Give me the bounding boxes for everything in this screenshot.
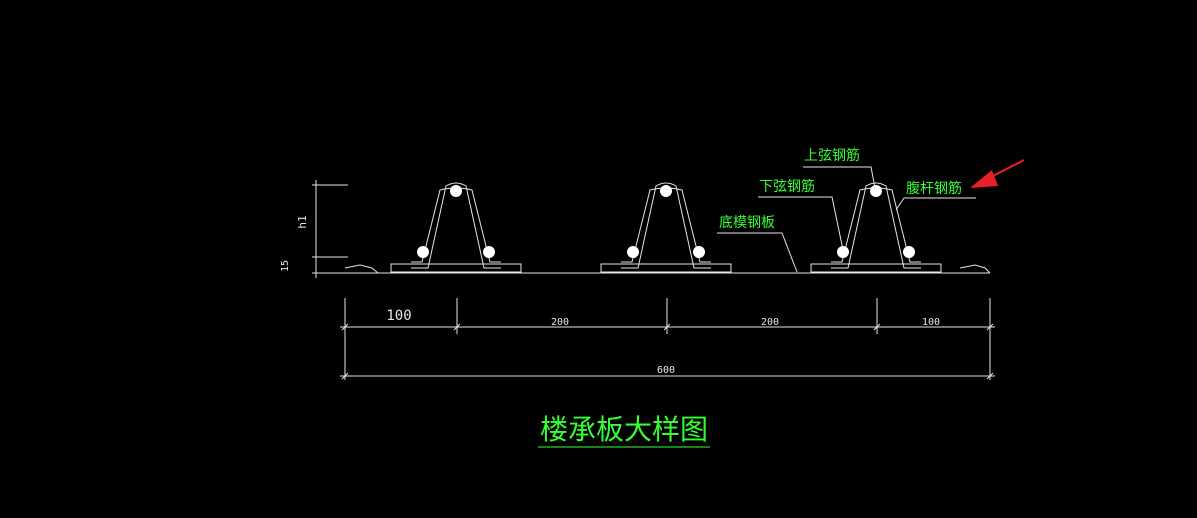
web-bar-outer <box>831 182 921 269</box>
truss-unit <box>600 182 732 273</box>
bottom-chord-bar <box>837 246 849 258</box>
bottom-chord-bar <box>627 246 639 258</box>
truss-unit <box>810 182 942 273</box>
dim-label-plate-thickness: 15 <box>280 260 291 272</box>
leader-base-plate <box>717 232 798 273</box>
dim-label-span-1: 200 <box>551 317 569 328</box>
drawing-title: 楼承板大样图 <box>540 413 708 446</box>
truss-base-pad <box>390 263 522 273</box>
bottom-chord-bar <box>903 246 915 258</box>
dim-tick-x3 <box>873 323 881 331</box>
leader-web-bar <box>895 197 976 211</box>
dim-label-span-2: 200 <box>761 317 779 328</box>
web-bar-outer <box>621 182 711 269</box>
truss-unit <box>390 182 522 273</box>
dim-tick-overall-right <box>986 372 994 380</box>
bottom-chord-bar <box>693 246 705 258</box>
label-top-chord: 上弦钢筋 <box>804 147 860 164</box>
top-chord-bar <box>660 185 672 197</box>
label-web-bar: 腹杆钢筋 <box>906 180 962 197</box>
top-chord-bar <box>870 185 882 197</box>
dim-label-h1: h1 <box>296 215 309 228</box>
label-base-plate: 底模钢板 <box>719 215 775 231</box>
base-plate <box>344 264 991 274</box>
leader-bottom-chord <box>758 196 844 251</box>
bottom-chord-bar <box>417 246 429 258</box>
base-plate-left-break <box>344 264 379 274</box>
dim-tick-x2 <box>663 323 671 331</box>
label-bottom-chord: 下弦钢筋 <box>759 178 815 195</box>
dim-label-left-edge: 100 <box>386 308 411 324</box>
truss-group <box>390 182 942 273</box>
leader-lines <box>717 166 976 273</box>
horizontal-dimension-segments <box>340 298 995 380</box>
truss-base-pad <box>810 263 942 273</box>
dim-tick-overall-left <box>341 372 349 380</box>
vertical-dimension <box>312 180 348 278</box>
dim-tick-x0 <box>341 323 349 331</box>
web-bar-outer <box>411 182 501 269</box>
dim-tick-x4 <box>986 323 994 331</box>
dim-label-overall: 600 <box>657 365 675 376</box>
leader-top-chord <box>803 166 876 189</box>
truss-base-pad <box>600 263 732 273</box>
dim-label-right-edge: 100 <box>922 317 940 328</box>
annotation-arrow <box>970 159 1025 188</box>
bottom-chord-bar <box>483 246 495 258</box>
base-plate-right-break <box>959 264 991 274</box>
dim-tick-x1 <box>453 323 461 331</box>
top-chord-bar <box>450 185 462 197</box>
annotation-arrow-head <box>970 170 998 188</box>
